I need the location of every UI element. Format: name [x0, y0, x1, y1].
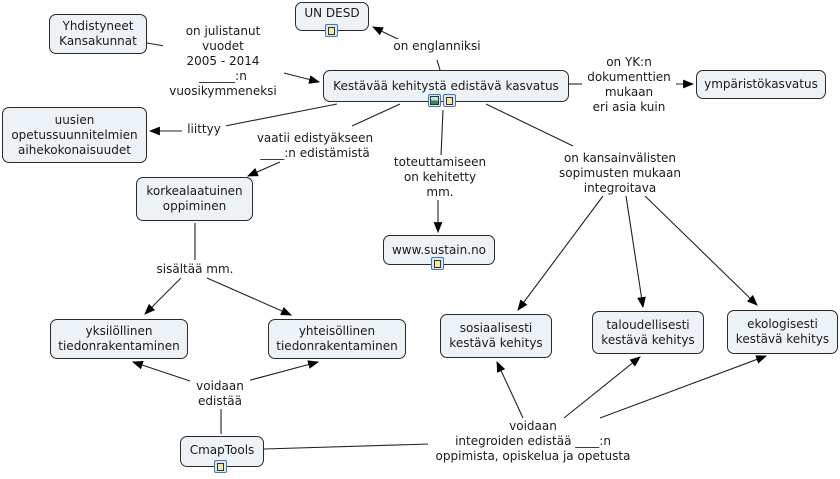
line-integroiden-tal — [563, 356, 641, 419]
concept-uusien-opetussuunnitelmien-aihekokonaisuudet[interactable]: uusien opetussuunnitelmien aihekokonaisu… — [2, 107, 147, 163]
concept-un-desd[interactable]: UN DESD — [295, 2, 369, 31]
concept-yhteisollinen-tiedonrakentaminen[interactable]: yhteisöllinen tiedonrakentaminen — [268, 319, 406, 359]
concept-taloudellisesti-kestava-kehitys[interactable]: taloudellisesti kestävä kehitys — [592, 311, 704, 354]
line-sisaltaa-yhteis — [206, 277, 293, 316]
link-on-ykn-dokumenttien[interactable]: on YK:n dokumenttien mukaan eri asia kui… — [582, 55, 676, 115]
concept-ekologisesti-kestava-kehitys[interactable]: ekologisesti kestävä kehitys — [727, 310, 838, 354]
line-kansainvalisten-tal — [625, 195, 646, 309]
link-liittyy[interactable]: liittyy — [182, 122, 226, 137]
line-julistanut-main — [283, 72, 321, 84]
line-main-englanniksi — [436, 59, 441, 71]
line-main-liittyy — [224, 103, 338, 127]
link-on-kansainvalisten[interactable]: on kansainvälisten sopimusten mukaan int… — [555, 151, 685, 196]
line-cmap-integroiden — [263, 443, 431, 450]
concept-yksilollinen-tiedonrakentaminen[interactable]: yksilöllinen tiedonrakentaminen — [50, 319, 188, 359]
line-integroiden-sos — [496, 361, 524, 419]
link-voidaan-integroiden[interactable]: voidaan integroiden edistää ____:n oppim… — [428, 419, 638, 464]
document-icon[interactable] — [214, 460, 227, 473]
image-icon[interactable] — [428, 94, 441, 107]
concept-sosiaalisesti-kestava-kehitys[interactable]: sosiaalisesti kestävä kehitys — [440, 314, 552, 358]
link-vaatii-edistyakseen[interactable]: vaatii edistyäkseen ____:n edistämistä — [250, 131, 380, 161]
concept-ymparistokasvatus[interactable]: ympäristökasvatus — [696, 70, 826, 99]
link-voidaan-edistaa[interactable]: voidaan edistää — [190, 379, 250, 409]
line-voidaan-yksi — [131, 360, 191, 382]
document-icon[interactable] — [325, 24, 338, 37]
line-main-toteuttamiseen — [440, 109, 444, 157]
link-on-englanniksi[interactable]: on englanniksi — [387, 39, 487, 54]
line-voidaan-yhteis — [246, 360, 320, 382]
line-main-kansainvalisten — [485, 103, 574, 147]
line-kansainvalisten-eko — [644, 195, 758, 306]
concept-yhdistyneet-kansakunnat[interactable]: Yhdistyneet Kansakunnat — [49, 14, 147, 54]
line-kansainvalisten-sos — [517, 195, 604, 311]
link-sisaltaa[interactable]: sisältää mm. — [150, 262, 240, 277]
concept-korkealaatuinen-oppiminen[interactable]: korkealaatuinen oppiminen — [136, 177, 253, 221]
line-sisaltaa-yksi — [144, 277, 182, 315]
link-on-julistanut[interactable]: on julistanut vuodet 2005 - 2014 ______:… — [163, 24, 283, 99]
link-toteuttamiseen[interactable]: toteuttamiseen on kehitetty mm. — [385, 155, 495, 200]
document-icon[interactable] — [431, 257, 444, 270]
line-main-vaatii — [351, 103, 401, 127]
document-icon[interactable] — [443, 94, 456, 107]
line-vaatii-korkea — [246, 161, 281, 177]
line-integroiden-eko — [599, 355, 768, 419]
